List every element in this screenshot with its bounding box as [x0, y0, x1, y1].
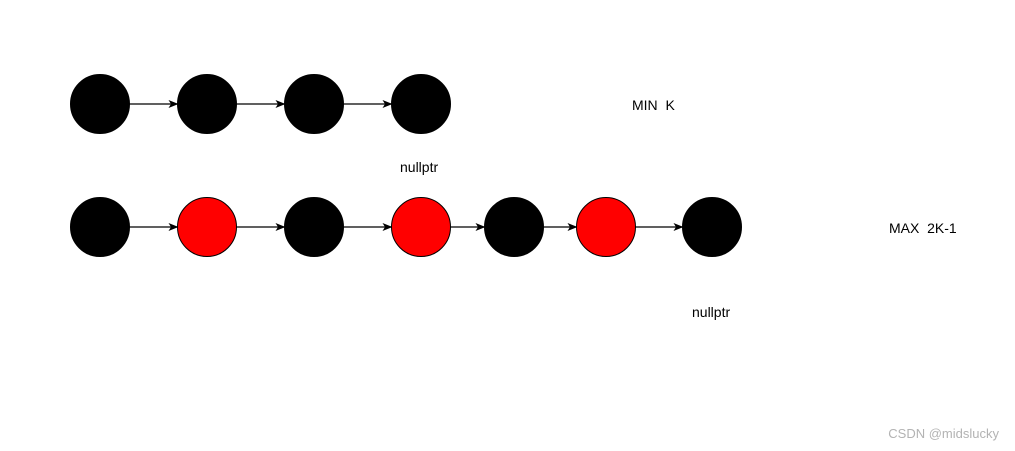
black-node: [391, 74, 451, 134]
red-node: [576, 197, 636, 257]
black-node: [177, 74, 237, 134]
black-node: [284, 197, 344, 257]
black-node: [284, 74, 344, 134]
black-node: [70, 74, 130, 134]
min-path-label: MIN K: [632, 97, 675, 113]
max-path-label: MAX 2K-1: [889, 220, 957, 236]
min-path-null-label: nullptr: [400, 159, 438, 175]
min-path-row: MIN K nullptr: [70, 74, 675, 175]
watermark: CSDN @midslucky: [888, 426, 999, 441]
max-path-null-label: nullptr: [692, 304, 730, 320]
max-path-row: MAX 2K-1 nullptr: [70, 197, 957, 320]
black-node: [70, 197, 130, 257]
red-node: [391, 197, 451, 257]
black-node: [484, 197, 544, 257]
red-node: [177, 197, 237, 257]
black-node: [682, 197, 742, 257]
